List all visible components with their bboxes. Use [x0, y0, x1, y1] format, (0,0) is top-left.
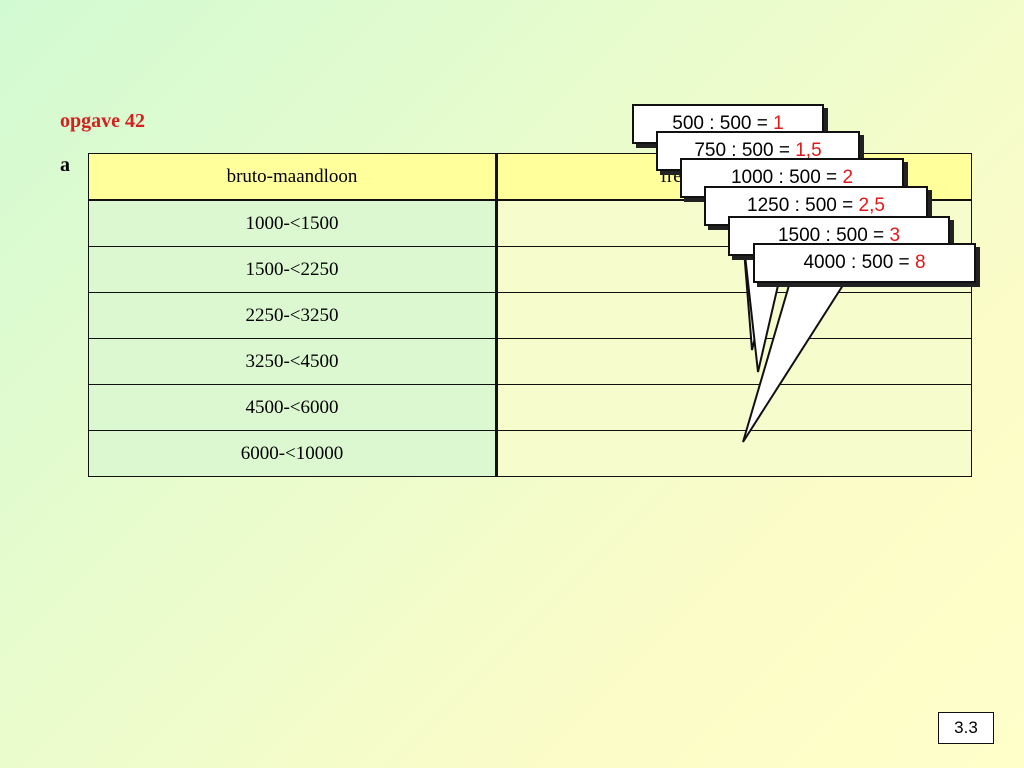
table-row: 3250-<4500	[88, 338, 972, 385]
callout-result: 1	[773, 113, 784, 134]
salary-class: 1500-<2250	[88, 246, 498, 293]
callout-expression: 4000 : 500 =	[803, 252, 915, 273]
salary-class: 2250-<3250	[88, 292, 498, 339]
slide-number: 3.3	[938, 712, 994, 744]
callout-expression: 1250 : 500 =	[747, 195, 859, 216]
table-row: 2250-<3250	[88, 292, 972, 339]
callout-expression: 1500 : 500 =	[777, 225, 890, 246]
callout-expression: 500 : 500 =	[672, 113, 774, 134]
table-row: 4500-<6000	[88, 384, 972, 431]
callout-density-6: 4000 : 500 = 8	[753, 243, 976, 283]
density-cell	[496, 384, 972, 431]
density-cell	[496, 430, 972, 477]
callout-result: 1,5	[795, 140, 822, 161]
callout-result: 8	[914, 252, 926, 273]
callout-result: 3	[889, 225, 901, 246]
callout-result: 2,5	[858, 195, 885, 216]
callout-result: 2	[842, 167, 854, 188]
part-label: a	[60, 154, 70, 176]
salary-class: 3250-<4500	[88, 338, 498, 385]
header-salary: bruto-maandloon	[88, 153, 498, 201]
salary-class: 6000-<10000	[88, 430, 498, 477]
salary-class: 4500-<6000	[88, 384, 498, 431]
callout-expression: 750 : 500 =	[694, 140, 796, 161]
exercise-title: opgave 42	[60, 110, 145, 132]
salary-class: 1000-<1500	[88, 199, 498, 247]
density-cell	[496, 338, 972, 385]
density-cell	[496, 292, 972, 339]
callout-expression: 1000 : 500 =	[730, 167, 843, 188]
table-row: 6000-<10000	[88, 430, 972, 477]
